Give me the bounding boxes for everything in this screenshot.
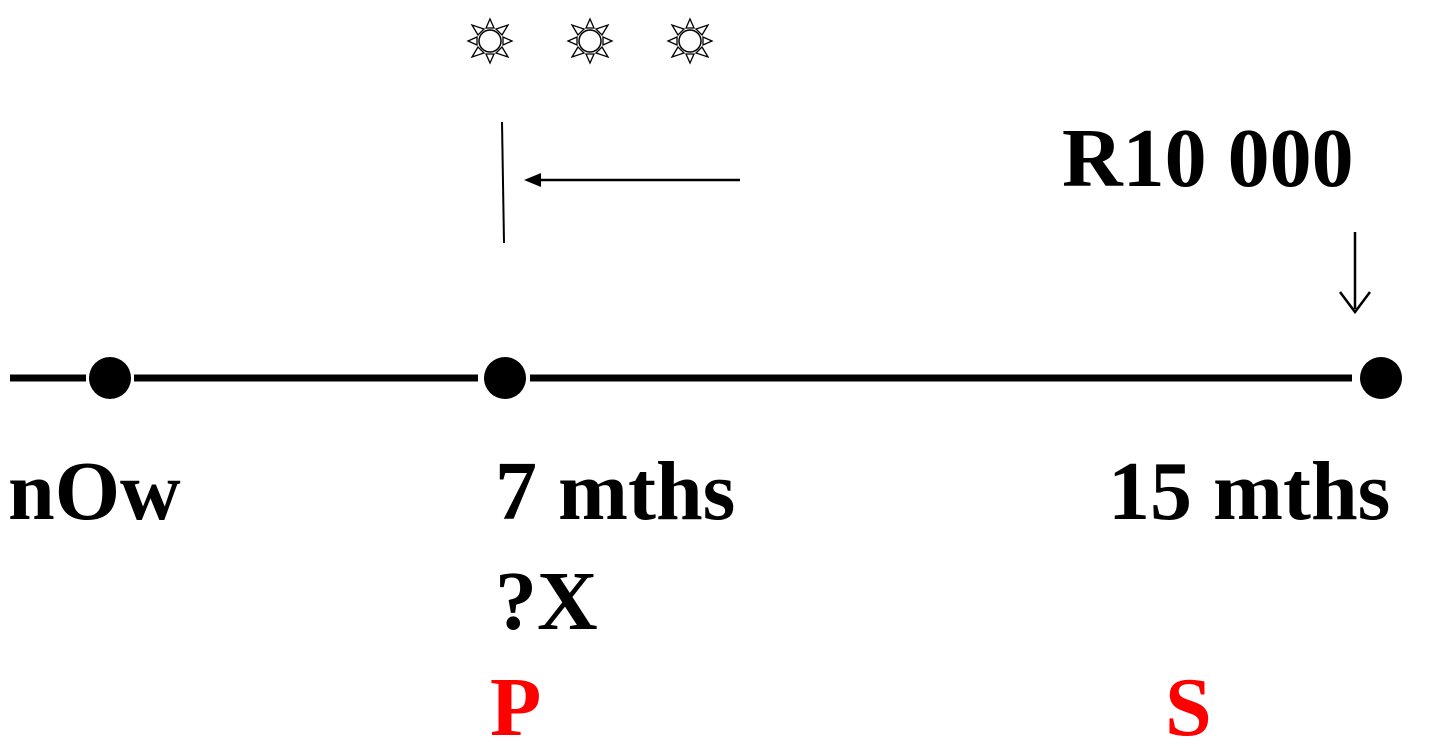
future-value-marker: S [1165, 661, 1212, 754]
amount-label: R10 000 [1062, 112, 1354, 205]
sun-icon [667, 18, 713, 64]
timeline-point-7-mths [484, 357, 526, 399]
sun-icon [467, 18, 513, 64]
timeline-point-15-mths [1360, 357, 1402, 399]
discount-marker-line [501, 121, 505, 244]
present-value-marker: P [490, 661, 542, 754]
point-label-now: nOw [8, 445, 181, 538]
sun-icon [567, 18, 613, 64]
timeline-point-now [89, 357, 131, 399]
amount-arrow-head [1339, 291, 1371, 315]
discount-arrow-head [524, 173, 541, 187]
point-label-15-mths: 15 mths [1108, 445, 1391, 538]
unknown-value-label: ?X [495, 555, 598, 648]
point-label-7-mths: 7 mths [495, 445, 736, 538]
